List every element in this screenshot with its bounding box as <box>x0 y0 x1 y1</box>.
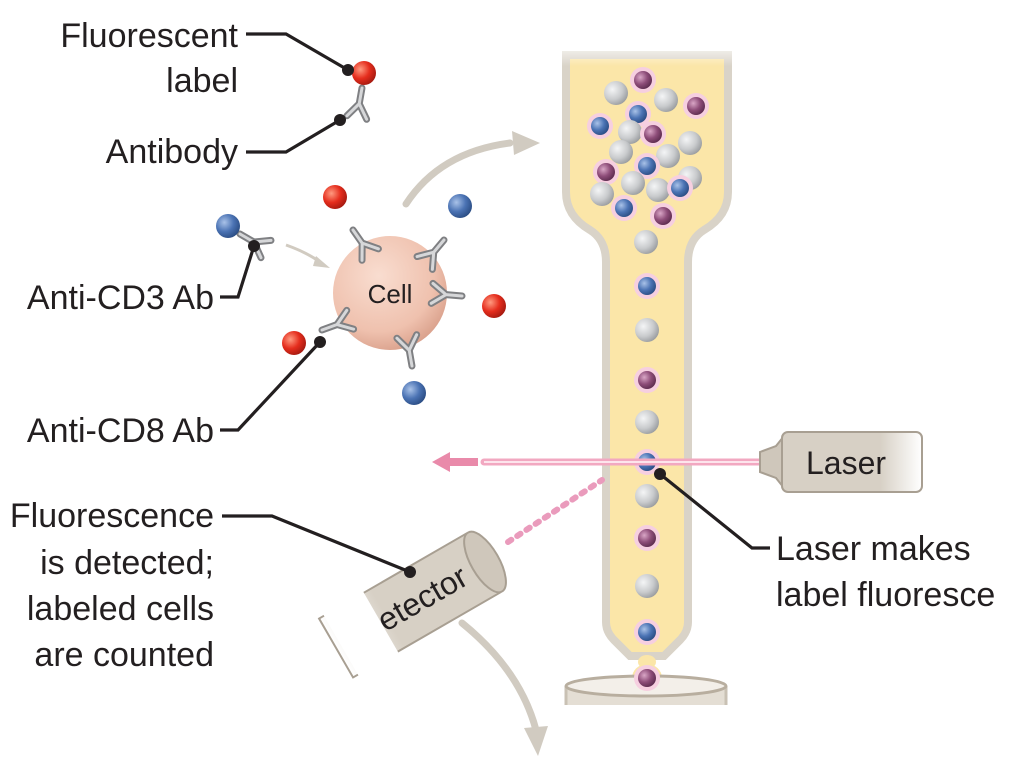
unlabeled-cell <box>590 182 614 206</box>
unlabeled-cell <box>635 574 659 598</box>
free-anti-cd3-antibody <box>216 214 271 258</box>
unlabeled-cell <box>656 144 680 168</box>
cell-with-antibodies: Cell <box>282 185 506 405</box>
fluorescence-text-4: are counted <box>34 636 214 674</box>
blue-labeled-cell <box>629 105 647 123</box>
unlabeled-cell <box>634 230 658 254</box>
fluorescence-text-1: Fluorescence <box>10 497 214 535</box>
unlabeled-cell <box>621 171 645 195</box>
detector-device: Detector <box>303 477 605 684</box>
laser-arrow-left-icon <box>432 452 478 472</box>
blue-labeled-cell <box>591 117 609 135</box>
blue-labeled-cell <box>638 623 656 641</box>
anti-cd3-label: Anti-CD3 Ab <box>27 279 214 317</box>
unlabeled-cell <box>618 120 642 144</box>
arrow-binding <box>285 243 321 264</box>
arrow-detector-down <box>458 619 540 734</box>
purple-labeled-cell <box>644 125 662 143</box>
collection-vessel <box>560 674 735 725</box>
anti-cd8-label: Anti-CD8 Ab <box>27 412 214 450</box>
unlabeled-cell <box>654 88 678 112</box>
labeled-antibody-example <box>347 61 376 119</box>
blue-labeled-cell <box>638 157 656 175</box>
blue-labeled-cell <box>638 277 656 295</box>
purple-labeled-cell <box>634 71 652 89</box>
leader-lines <box>220 32 770 578</box>
arrow-cell-to-tube <box>402 139 514 208</box>
fluorescence-emission-dots <box>505 477 605 545</box>
fluorescence-text-2: is detected; <box>40 544 214 582</box>
cell-body <box>333 236 447 350</box>
laser-makes-text-2: label fluoresce <box>776 576 995 614</box>
unlabeled-cell <box>635 318 659 342</box>
arrow-head-icon <box>524 726 548 756</box>
annotation-labels: Fluorescent label Antibody Anti-CD3 Ab A… <box>10 17 995 674</box>
purple-labeled-cell <box>687 97 705 115</box>
laser-makes-text-1: Laser makes <box>776 530 971 568</box>
fluorescent-label-text-2: label <box>166 62 238 100</box>
purple-labeled-cell <box>638 669 656 687</box>
antibody-label: Antibody <box>106 133 238 171</box>
purple-labeled-cell <box>638 371 656 389</box>
purple-labeled-cell <box>597 163 615 181</box>
laser-device: Laser <box>432 425 966 500</box>
cd3-label-icon <box>216 214 240 238</box>
fluorescent-label-text-1: Fluorescent <box>60 17 238 55</box>
unlabeled-cell <box>604 81 628 105</box>
process-arrows <box>285 131 548 756</box>
unlabeled-cell <box>635 484 659 508</box>
fluorescence-text-3: labeled cells <box>27 590 214 628</box>
blue-labeled-cell <box>671 179 689 197</box>
arrow-head-icon <box>313 256 330 268</box>
arrow-head-icon <box>512 131 540 155</box>
blue-labeled-cell <box>615 199 633 217</box>
unlabeled-cell <box>609 140 633 164</box>
fluorescent-label-icon <box>352 61 376 85</box>
particle-group <box>587 67 709 691</box>
purple-labeled-cell <box>654 207 672 225</box>
unlabeled-cell <box>635 410 659 434</box>
unlabeled-cell <box>678 131 702 155</box>
flow-tube <box>560 40 736 692</box>
purple-labeled-cell <box>638 529 656 547</box>
cell-label: Cell <box>368 279 413 309</box>
laser-label: Laser <box>806 445 886 481</box>
unlabeled-cell <box>646 178 670 202</box>
